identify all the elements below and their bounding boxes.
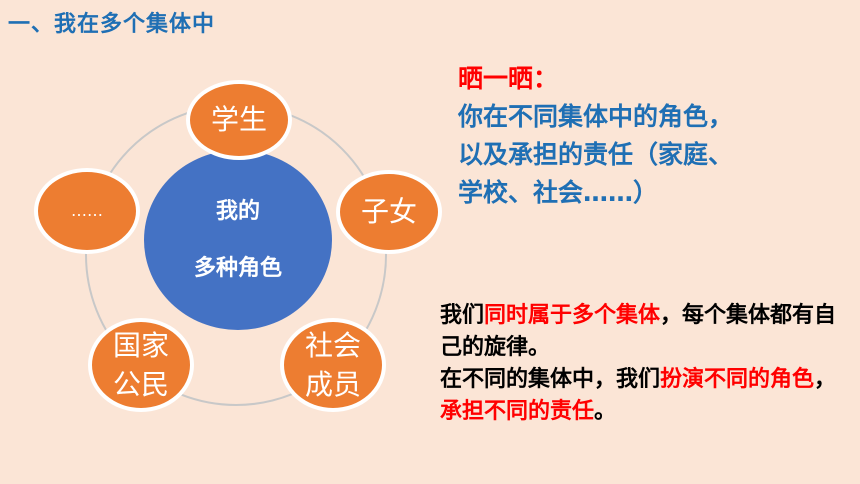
summary-paragraph-1: 我们同时属于多个集体，每个集体都有自己的旋律。 <box>440 300 840 364</box>
node-more: …… <box>34 168 140 254</box>
summary-p2-c: ， <box>814 367 837 392</box>
center-label-line1: 我的 <box>215 198 260 224</box>
share-heading: 晒一晒： <box>458 64 559 93</box>
node-society-label-line2: 成员 <box>304 368 361 401</box>
node-citizen-label-line2: 公民 <box>112 368 169 401</box>
summary-p2-highlight-2: 承担不同的责任 <box>440 399 595 424</box>
share-line-2: 以及承担的责任（家庭、 <box>458 140 734 169</box>
summary-p1-a: 我们 <box>440 303 485 328</box>
center-label-line2: 多种角色 <box>193 256 282 281</box>
node-student-label: 学生 <box>210 103 267 137</box>
node-society-member: 社会 成员 <box>280 318 386 412</box>
roles-diagram: 我的 多种角色 学生 子女 社会 成员 国家 公民 …… <box>34 80 442 412</box>
summary-p2-a: 在不同的集体中，我们 <box>440 367 661 392</box>
node-society-label-line1: 社会 <box>304 328 361 362</box>
node-citizen: 国家 公民 <box>88 318 194 412</box>
node-more-label: …… <box>71 200 103 220</box>
share-line-1: 你在不同集体中的角色， <box>458 102 734 131</box>
node-student: 学生 <box>186 80 292 160</box>
summary-p1-c: ，每个集体都有自己的旋律。 <box>440 303 837 360</box>
summary-p1-highlight: 同时属于多个集体 <box>484 303 661 328</box>
node-child-label: 子女 <box>360 195 417 229</box>
share-line-3: 学校、社会……） <box>458 178 659 207</box>
center-node: 我的 多种角色 <box>144 150 332 330</box>
summary-text: 我们同时属于多个集体，每个集体都有自己的旋律。 在不同的集体中，我们扮演不同的角… <box>440 300 840 428</box>
summary-p2-e: 。 <box>594 399 617 424</box>
page-title: 一、我在多个集体中 <box>8 12 216 37</box>
node-citizen-label-line1: 国家 <box>112 328 169 362</box>
summary-paragraph-2: 在不同的集体中，我们扮演不同的角色， 承担不同的责任。 <box>440 364 840 428</box>
node-child: 子女 <box>336 170 442 254</box>
summary-p2-highlight-1: 扮演不同的角色 <box>660 367 815 392</box>
share-prompt: 晒一晒： 你在不同集体中的角色， 以及承担的责任（家庭、 学校、社会……） <box>458 60 733 212</box>
